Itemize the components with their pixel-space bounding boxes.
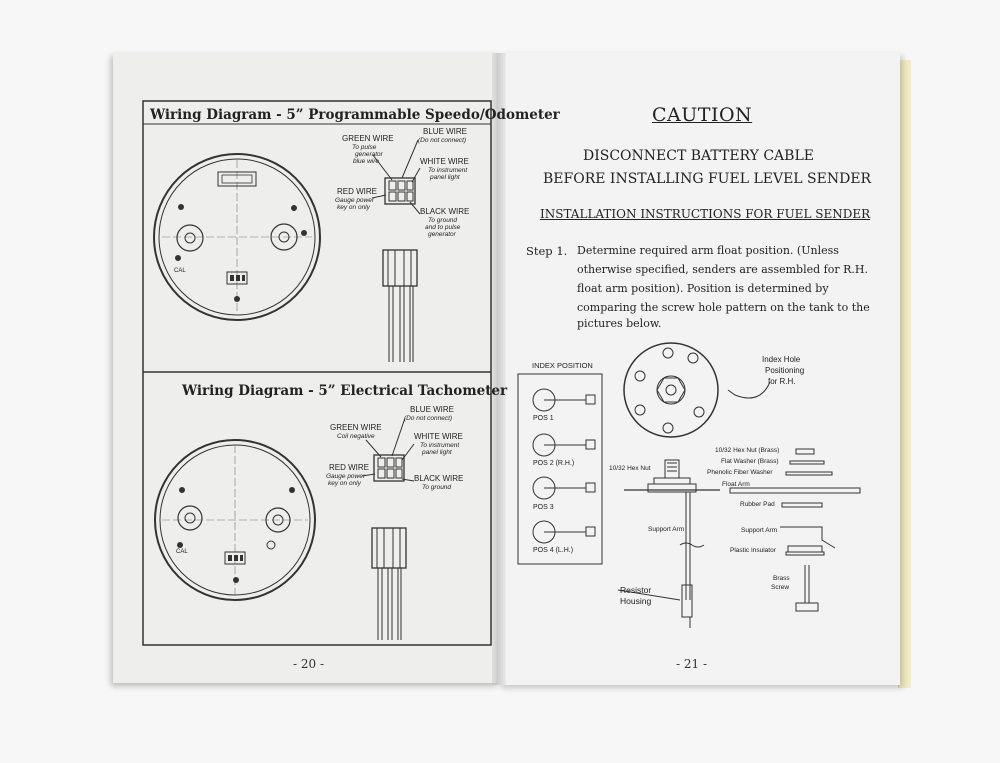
gauge-1-cal-label: CAL [174,268,186,274]
plastic-insulator-label: Plastic Insulator [730,547,777,554]
svg-text:generator: generator [355,151,384,158]
step-line: comparing the screw hole pattern on the … [577,301,870,314]
brass-screw-label: Brass [773,575,790,582]
diagram1-title: Wiring Diagram - 5” Programmable Speedo/… [149,107,561,123]
svg-text:key on only: key on only [328,480,362,487]
d2-white-wire-label: WHITE WIRE [414,432,463,441]
d1-green-wire-label: GREEN WIRE [342,134,394,143]
d2-connector [361,417,415,640]
flange-top-view [623,342,771,438]
d2-red-wire-label: RED WIRE [329,463,369,472]
svg-text:panel light: panel light [421,449,453,456]
warning-line-1: DISCONNECT BATTERY CABLE [583,148,814,164]
warning-line-2: BEFORE INSTALLING FUEL LEVEL SENDER [543,171,872,187]
exploded-parts [729,448,861,612]
resistor-housing-label: Resistor [620,585,651,595]
svg-text:Screw: Screw [771,584,789,591]
d2-black-wire-label: BLACK WIRE [414,474,463,483]
gauge-2-cal-label: CAL [176,549,188,555]
page-number-right: - 21 - [676,657,708,671]
svg-text:(Do not connect): (Do not connect) [404,415,452,422]
hex-nut-brass-label: 10/32 Hex Nut (Brass) [715,447,779,454]
spine [492,53,506,685]
caution-heading: CAUTION [652,104,753,126]
index-position-title: INDEX POSITION [532,361,593,370]
step-line: pictures below. [577,317,662,330]
index-pos-1: POS 1 [533,415,554,422]
step-label: Step 1. [526,244,568,258]
phenolic-washer-label: Phenolic Fiber Washer [707,469,773,476]
svg-text:Housing: Housing [620,596,651,606]
float-arm-label: Float Arm [722,481,750,488]
svg-text:(Do not connect): (Do not connect) [418,137,466,144]
step-line: Determine required arm float position. (… [577,244,839,257]
index-pos-4: POS 4 (L.H.) [533,547,573,554]
svg-text:To instrument: To instrument [420,442,460,449]
support-arm-right-label: Support Arm [741,527,777,534]
svg-text:generator: generator [428,231,457,238]
page-number-left: - 20 - [293,657,325,671]
index-position-box: INDEX POSITION POS 1 POS 2 (R.H.) POS 3 … [517,361,603,565]
support-arm-left-label: Support Arm [648,526,684,533]
d1-blue-wire-label: BLUE WIRE [423,127,467,136]
d2-green-wire-label: GREEN WIRE [330,423,382,432]
svg-text:To ground: To ground [422,484,451,491]
svg-text:To ground: To ground [428,217,457,224]
flat-washer-label: Flat Washer (Brass) [721,458,779,465]
index-pos-2: POS 2 (R.H.) [533,460,574,467]
left-page [113,53,498,683]
step-line: otherwise specified, senders are assembl… [577,263,868,276]
svg-text:and to pulse: and to pulse [425,224,461,231]
svg-text:Gauge power: Gauge power [326,473,366,480]
diagram2-title: Wiring Diagram - 5” Electrical Tachomete… [181,383,508,399]
right-page [498,53,900,685]
d1-white-wire-label: WHITE WIRE [420,157,469,166]
d1-connector [371,139,421,362]
sender-assembly [617,459,720,628]
svg-text:To instrument: To instrument [428,167,468,174]
d2-blue-wire-label: BLUE WIRE [410,405,454,414]
d1-black-wire-label: BLACK WIRE [420,207,469,216]
instructions-title: INSTALLATION INSTRUCTIONS FOR FUEL SENDE… [540,207,871,221]
gauge-2: CAL [154,439,316,601]
svg-text:Gauge power: Gauge power [335,197,375,204]
index-hole-label: Index Hole [762,355,801,364]
svg-text:key on only: key on only [337,204,371,211]
svg-text:panel light: panel light [429,174,461,181]
step-line: float arm position). Position is determi… [577,282,829,295]
gauge-1: CAL [153,153,321,321]
hex-nut-left-label: 10/32 Hex Nut [609,465,651,472]
svg-text:Coil negative: Coil negative [337,433,375,440]
svg-text:for R.H.: for R.H. [768,377,796,386]
index-pos-3: POS 3 [533,504,554,511]
d1-red-wire-label: RED WIRE [337,187,377,196]
svg-text:blue wire: blue wire [353,158,379,165]
rubber-pad-label: Rubber Pad [740,501,775,508]
svg-text:Positioning: Positioning [765,366,804,375]
svg-text:To pulse: To pulse [352,144,377,151]
